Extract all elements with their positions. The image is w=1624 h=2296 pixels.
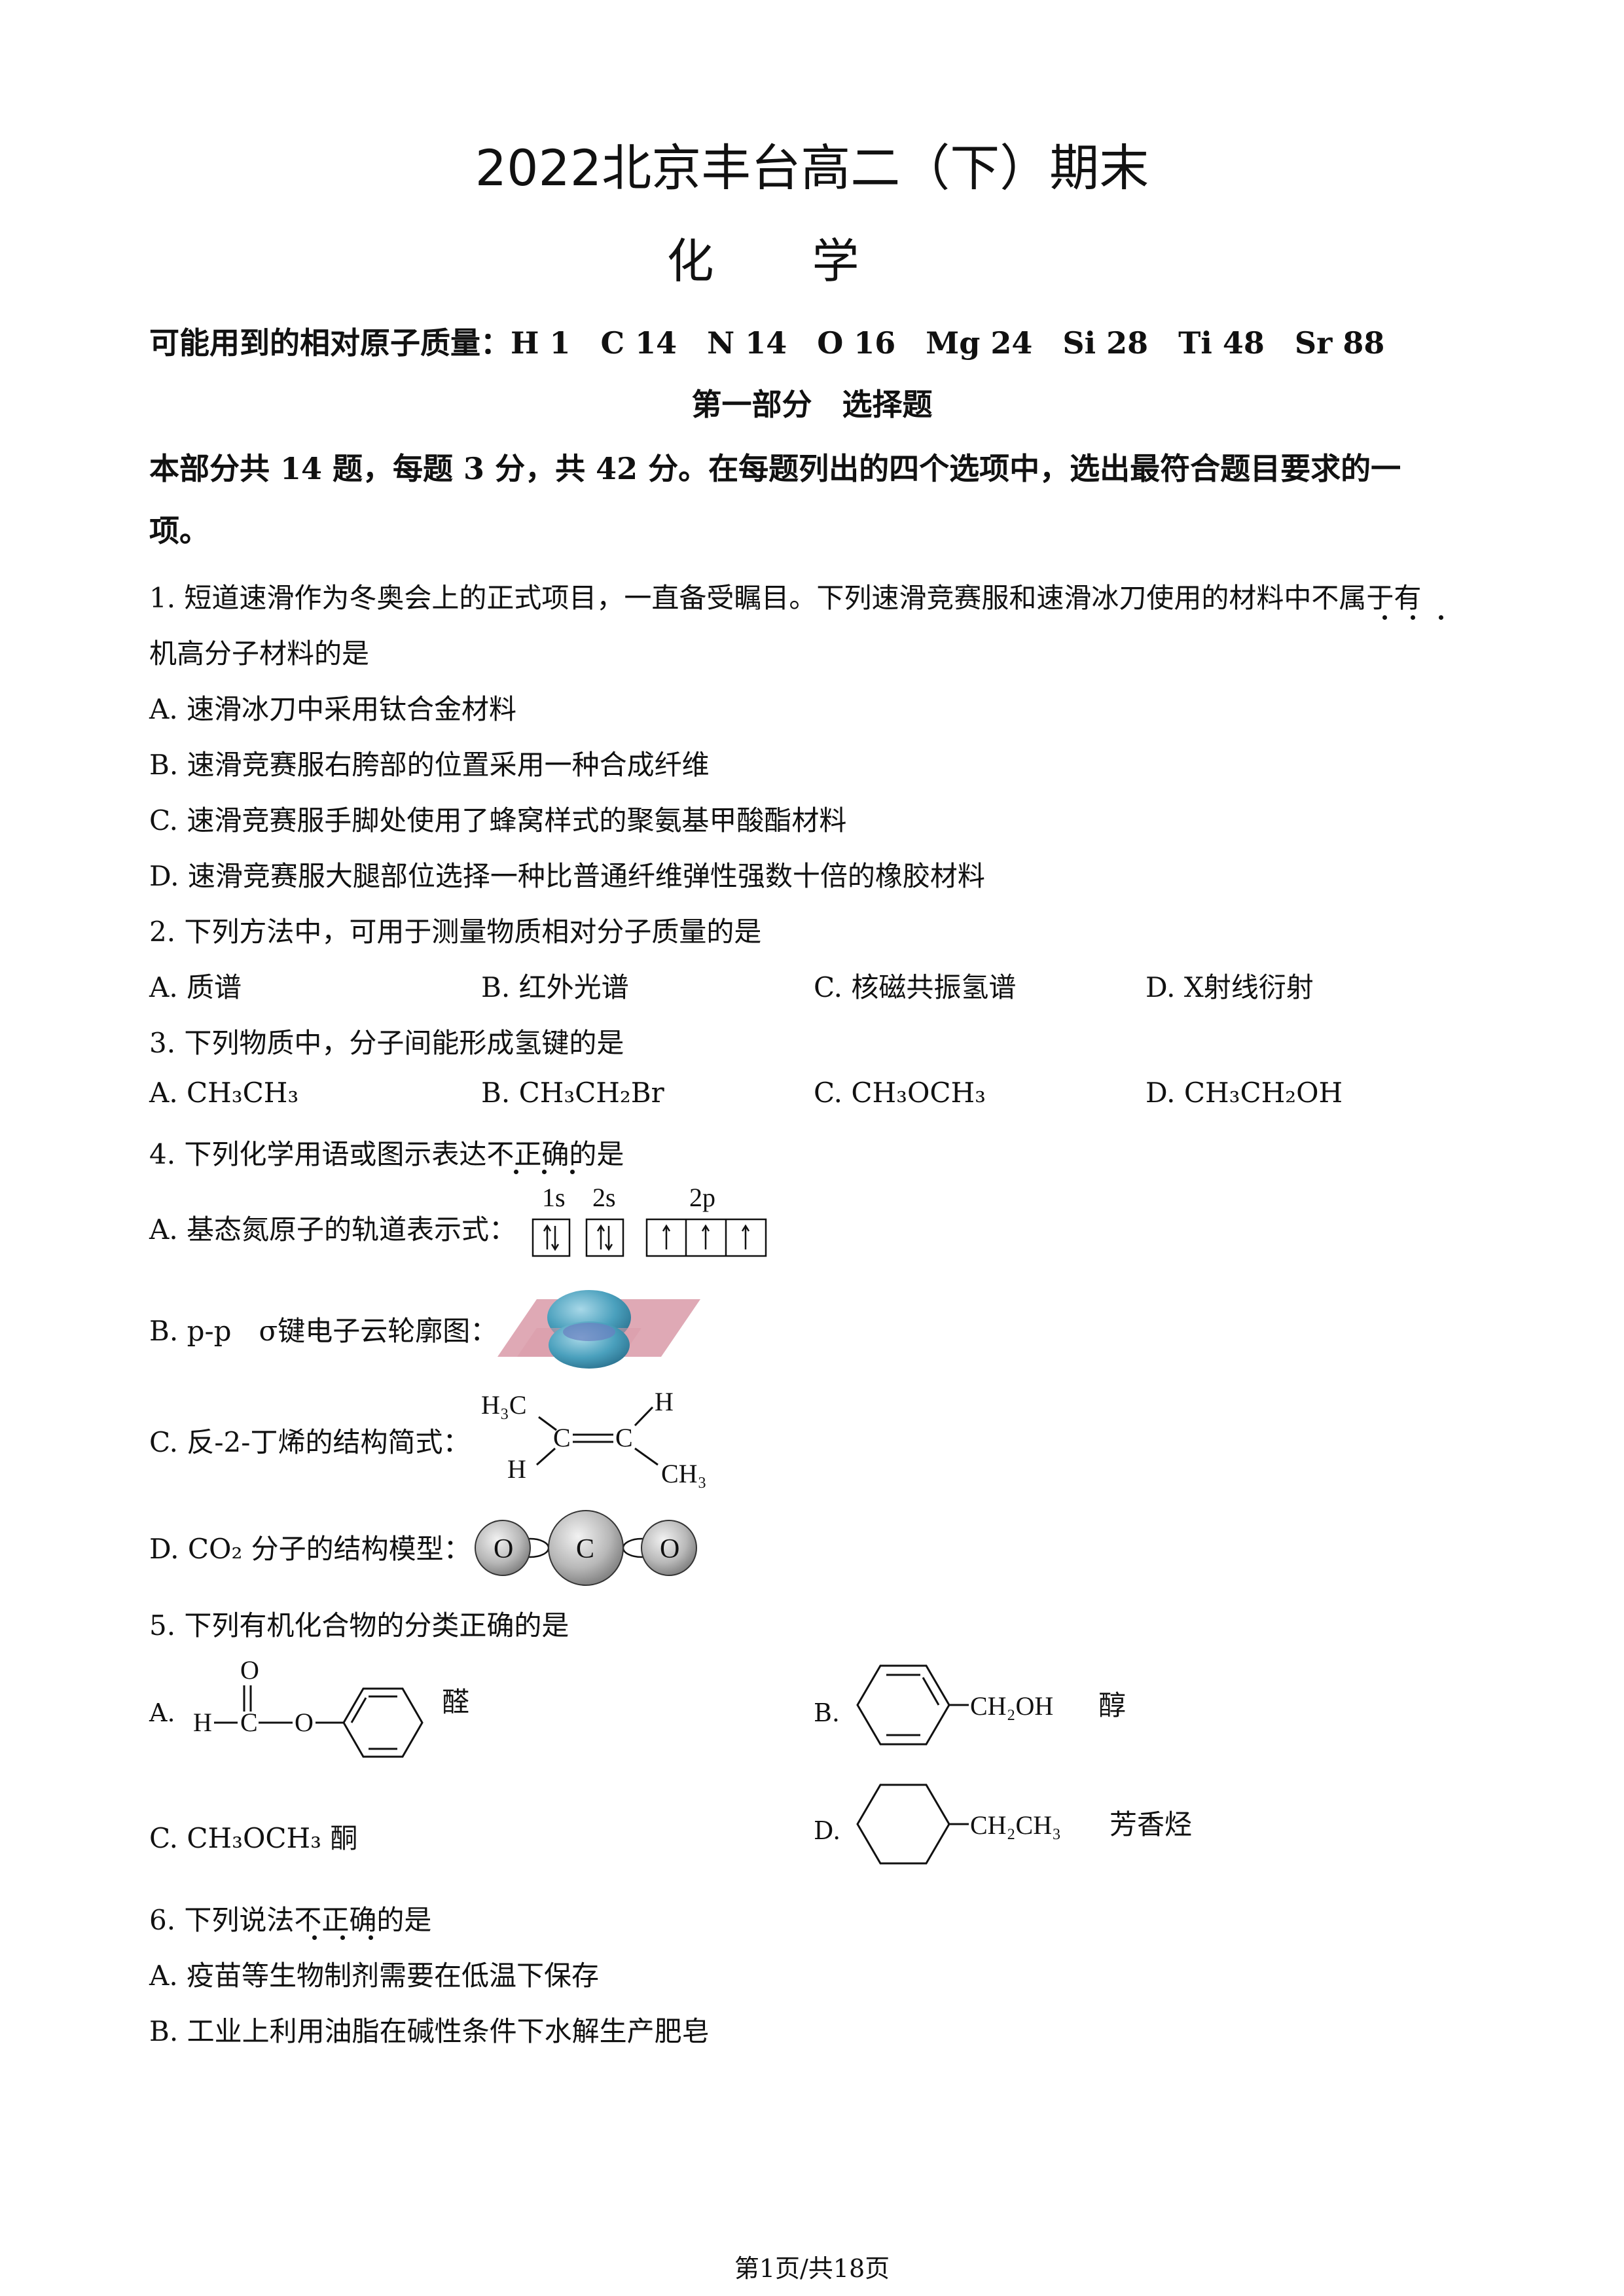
part1-instruction-cont: 项。 [149, 513, 209, 548]
orbital-diagram: 1s 2s 2p [532, 1183, 767, 1257]
part1-heading: 第一部分 选择题 [691, 387, 933, 422]
ether-oxygen-label: O [295, 1708, 314, 1737]
q3-option-c: C. CH₃OCH₃ [814, 1077, 986, 1109]
emphasis-dot [340, 1935, 345, 1940]
q2-stem: 2. 下列方法中，可用于测量物质相对分子质量的是 [149, 916, 762, 948]
q4-option-c: C. 反-2-丁烯的结构简式： [149, 1426, 471, 1458]
emphasis-dot [1382, 615, 1387, 620]
h-bottom-label: H [507, 1454, 526, 1484]
part1-instruction: 本部分共 14 题，每题 3 分，共 42 分。在每题列出的四个选项中，选出最符… [149, 451, 1401, 486]
page-title: 2022北京丰台高二（下）期末 [475, 139, 1149, 197]
carbonyl-oxygen-label: O [240, 1655, 259, 1685]
q4-option-b: B. p-p σ键电子云轮廓图： [149, 1315, 498, 1347]
q5-stem: 5. 下列有机化合物的分类正确的是 [149, 1609, 569, 1641]
orbital-label-2s: 2s [592, 1183, 616, 1212]
orbital-label-1s: 1s [542, 1183, 566, 1212]
atom-o-left: O [494, 1534, 513, 1564]
orbital-box-2p [645, 1218, 767, 1257]
atom-o-right: O [660, 1534, 679, 1564]
hydrogen-label: H [193, 1708, 212, 1737]
q5-option-b-class: 醇 [1098, 1691, 1126, 1721]
q5-option-b-label: B. [814, 1698, 840, 1727]
q1-option-a: A. 速滑冰刀中采用钛合金材料 [149, 693, 517, 725]
co2-molecule-model: O C O [475, 1510, 697, 1586]
emphasis-dot [1411, 615, 1415, 620]
ch2oh-group: CH₂OH [970, 1691, 1053, 1721]
q2-option-c: C. 核磁共振氢谱 [814, 971, 1017, 1003]
h3c-label: H₃C [481, 1390, 527, 1420]
emphasis-dot [514, 1170, 518, 1174]
emphasis-dot [369, 1935, 373, 1940]
q1-stem-cont: 机高分子材料的是 [149, 637, 370, 670]
carbon-2-label: C [615, 1423, 633, 1452]
emphasis-dot [312, 1935, 317, 1940]
h-top-label: H [655, 1387, 674, 1416]
q3-option-d: D. CH₃CH₂OH [1146, 1077, 1343, 1109]
q4-stem: 4. 下列化学用语或图示表达不正确的是 [149, 1138, 624, 1170]
q4-option-a: A. 基态氮原子的轨道表示式： [149, 1213, 517, 1246]
page-footer: 第1页/共18页 [734, 2254, 890, 2283]
q5-option-b-structure: CH₂OH 醇 [856, 1664, 1126, 1746]
q1-stem: 1. 短道速滑作为冬奥会上的正式项目，一直备受瞩目。下列速滑竞赛服和速滑冰刀使用… [149, 582, 1422, 614]
atom-c: C [576, 1534, 594, 1564]
orbital-box-2s [585, 1218, 624, 1257]
q5-option-d-label: D. [814, 1816, 841, 1845]
q4-option-d: D. CO₂ 分子的结构模型： [149, 1533, 471, 1565]
q6-stem: 6. 下列说法不正确的是 [149, 1904, 432, 1936]
sigma-bond-cloud-image [497, 1290, 700, 1369]
q2-option-d: D. X射线衍射 [1146, 971, 1314, 1003]
q5-option-d-structure: CH₂CH₃ 芳香烃 [856, 1784, 1192, 1865]
q5-option-c: C. CH₃OCH₃ 酮 [149, 1822, 358, 1854]
q3-option-b: B. CH₃CH₂Br [481, 1077, 664, 1109]
ch3-label: CH₃ [661, 1459, 707, 1488]
q5-option-d-class: 芳香烃 [1110, 1810, 1192, 1840]
q3-stem: 3. 下列物质中，分子间能形成氢键的是 [149, 1027, 624, 1059]
q2-option-a: A. 质谱 [149, 971, 242, 1003]
q5-option-a-label: A. [149, 1698, 175, 1727]
q6-option-b: B. 工业上利用油脂在碱性条件下水解生产肥皂 [149, 2015, 710, 2047]
q6-option-a: A. 疫苗等生物制剂需要在低温下保存 [149, 1960, 600, 1992]
emphasis-dot [1439, 615, 1443, 620]
q1-option-c: C. 速滑竞赛服手脚处使用了蜂窝样式的聚氨基甲酸酯材料 [149, 804, 847, 836]
q5-option-a-structure: O H C O 醛 [193, 1655, 469, 1758]
trans-2-butene-structure: H₃C C C H H CH₃ [481, 1387, 707, 1488]
subject-title: 化学 [666, 234, 958, 289]
carbon-label: C [240, 1708, 258, 1737]
q1-option-d: D. 速滑竞赛服大腿部位选择一种比普通纤维弹性强数十倍的橡胶材料 [149, 860, 985, 892]
emphasis-dot [570, 1170, 575, 1174]
q3-option-a: A. CH₃CH₃ [149, 1077, 299, 1109]
orbital-label-2p: 2p [689, 1183, 715, 1212]
emphasis-dot [542, 1170, 547, 1174]
q1-option-b: B. 速滑竞赛服右胯部的位置采用一种合成纤维 [149, 749, 710, 781]
atomic-masses: 可能用到的相对原子质量：H 1 C 14 N 14 O 16 Mg 24 Si … [149, 325, 1385, 361]
carbon-1-label: C [553, 1423, 571, 1452]
ch2ch3-group: CH₂CH₃ [970, 1810, 1061, 1840]
q2-option-b: B. 红外光谱 [481, 971, 629, 1003]
orbital-box-1s [532, 1218, 571, 1257]
q5-option-a-class: 醛 [442, 1688, 469, 1718]
